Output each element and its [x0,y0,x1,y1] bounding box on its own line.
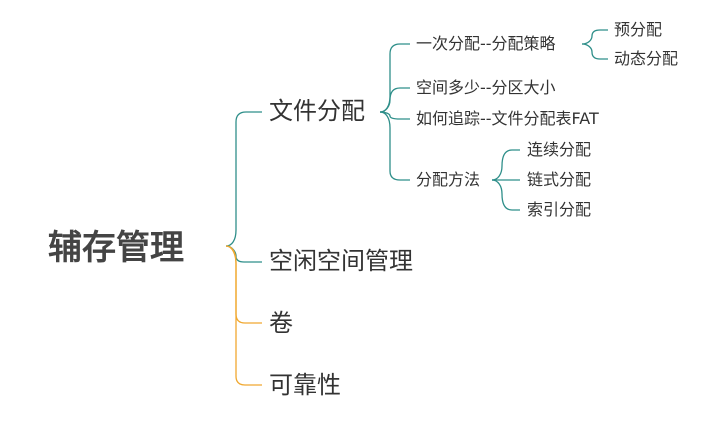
topic-reliability[interactable]: 可靠性 [269,371,341,399]
link-file-alloc-track [379,111,410,120]
link-root-reliability [225,245,262,386]
topic-preallocation[interactable]: 预分配 [614,20,663,39]
topic-dynamic-allocation[interactable]: 动态分配 [614,49,679,68]
link-file-alloc-space [379,87,410,113]
topic-indexed-allocation[interactable]: 索引分配 [527,200,592,219]
topic-free-space-management[interactable]: 空闲空间管理 [269,247,413,275]
topic-contiguous-allocation[interactable]: 连续分配 [527,140,592,159]
link-root-file-alloc [225,111,262,247]
topic-one-time-allocation[interactable]: 一次分配--分配策略 [416,34,556,53]
topic-space-size[interactable]: 空间多少--分区大小 [416,78,556,97]
topic-volume[interactable]: 卷 [269,309,293,337]
topic-file-allocation[interactable]: 文件分配 [269,97,365,125]
topic-allocation-method[interactable]: 分配方法 [416,170,481,189]
topic-tracking-fat[interactable]: 如何追踪--文件分配表FAT [416,109,599,128]
link-root-volume [225,245,262,324]
link-method-contiguous [491,149,520,181]
link-file-alloc-once [379,43,410,113]
topic-chained-allocation[interactable]: 链式分配 [527,170,592,189]
link-method-indexed [491,179,520,211]
link-once-pre [581,29,608,45]
link-file-alloc-method [379,111,410,181]
link-once-dynamic [581,43,608,60]
root-topic[interactable]: 辅存管理 [48,228,184,268]
